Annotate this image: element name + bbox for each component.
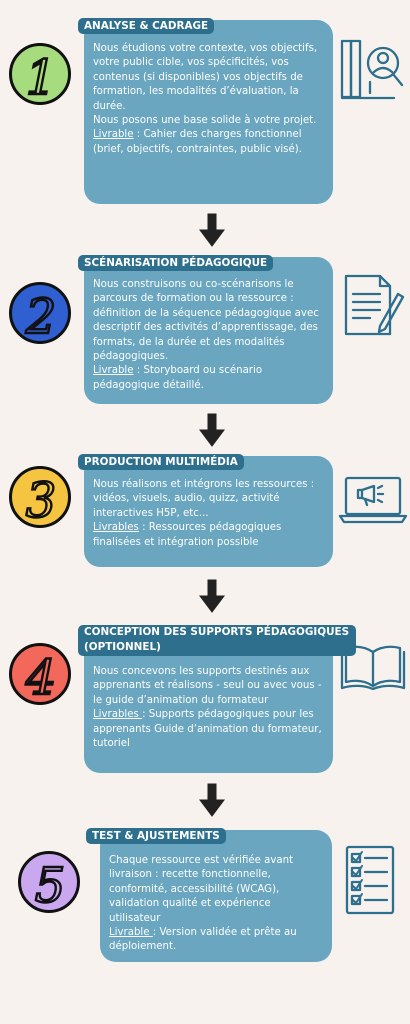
step-3-body: Nous réalisons et intégrons les ressourc… [93,479,315,519]
svg-text:5: 5 [35,858,66,914]
step-1-card: Nous étudions votre contexte, vos object… [84,20,333,204]
step-1-body-2: Nous posons une base solide à votre proj… [93,115,317,127]
step-2-deliverable-label: Livrable [93,365,134,377]
step-4-number: 4 [24,649,58,707]
checklist-icon [345,845,395,915]
step-2-deliverable: Livrable : Storyboard ou scénario pédago… [93,364,325,393]
svg-text:4: 4 [25,650,57,706]
step-1-deliverable-text: : Cahier des charges fonctionnel (brief,… [93,129,302,155]
step-3-deliverable-label: Livrables [93,522,139,534]
step-4-title: CONCEPTION DES SUPPORTS PÉDAGOGIQUES (OP… [78,625,356,656]
svg-text:1: 1 [26,50,57,106]
svg-text:3: 3 [26,473,57,529]
step-5-card: Chaque ressource est vérifiée avant livr… [100,830,332,962]
step-1-circle [9,43,71,105]
step-4-body: Nous concevons les supports destinés aux… [93,666,322,706]
open-book-icon [340,645,406,690]
arrow-down-icon-4 [199,783,225,817]
step-5-number: 5 [34,857,67,915]
user-search-report-icon [340,39,404,100]
document-pen-icon [344,274,405,336]
step-5-body: Chaque ressource est vérifiée avant livr… [109,855,294,924]
step-2-circle [9,282,71,344]
step-3-circle [9,466,71,528]
step-2-card: Nous construisons ou co-scénarisons le p… [84,257,333,404]
step-3-deliverable: Livrables : Ressources pédagogiques fina… [93,521,325,550]
step-1-number: 1 [25,49,58,107]
step-3-deliverable-text: : Ressources pédagogiques finalisées et … [93,522,282,548]
step-3-title: PRODUCTION MULTIMÉDIA [78,454,244,470]
laptop-megaphone-icon [338,476,408,524]
step-4-deliverable-label: Livrables [93,709,143,721]
arrow-down-icon-1 [199,213,225,247]
step-5-deliverable: Livrable : Version validée et prête au d… [109,926,324,955]
step-3-card: Nous réalisons et intégrons les ressourc… [84,456,333,567]
step-2-deliverable-text: : Storyboard ou scénario pédagogique dét… [93,365,263,391]
step-2-number: 2 [24,288,58,346]
step-3-number: 3 [25,472,58,530]
step-5-deliverable-label: Livrable [109,927,153,939]
step-4-deliverable-text: : Supports pédagogiques pour les apprena… [93,709,322,750]
step-4-circle [9,643,71,705]
step-1-body: Nous étudions votre contexte, vos object… [93,43,318,112]
arrow-down-icon-2 [199,413,225,447]
step-2-title: SCÉNARISATION PÉDAGOGIQUE [78,255,274,271]
step-1-title: ANALYSE & CADRAGE [78,18,215,34]
arrow-down-icon-3 [199,579,225,613]
step-5-title: TEST & AJUSTEMENTS [86,828,226,844]
step-5-deliverable-text: : Version validée et prête au déploiemen… [109,927,297,953]
step-1-deliverable-label: Livrable [93,129,134,141]
step-1-deliverable: Livrable : Cahier des charges fonctionne… [93,128,325,157]
step-2-body: Nous construisons ou co-scénarisons le p… [93,279,319,363]
step-4-deliverable: Livrables : Supports pédagogiques pour l… [93,708,325,751]
step-5-circle [18,851,80,913]
svg-text:2: 2 [25,289,57,345]
